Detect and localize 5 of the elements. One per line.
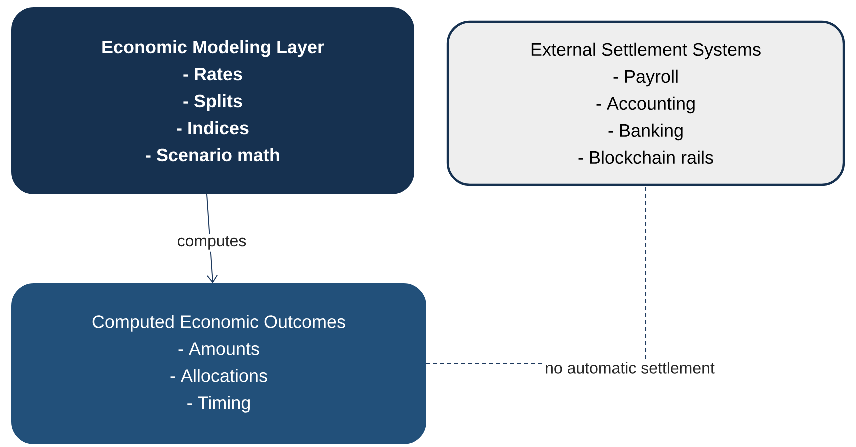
edge-label: computes: [178, 236, 246, 250]
edge-label: no automatic settlement: [546, 362, 715, 374]
process-box: Economic Modeling Layer - Rates - Splits - Indices - Scenario math: [12, 8, 414, 194]
process-box: External Settlement Systems - Payroll - Accounting - Banking - Blockchain rails: [446, 20, 846, 186]
process-box: Computed Economic Outcomes - Amounts - Allocations - Timing: [12, 284, 426, 444]
